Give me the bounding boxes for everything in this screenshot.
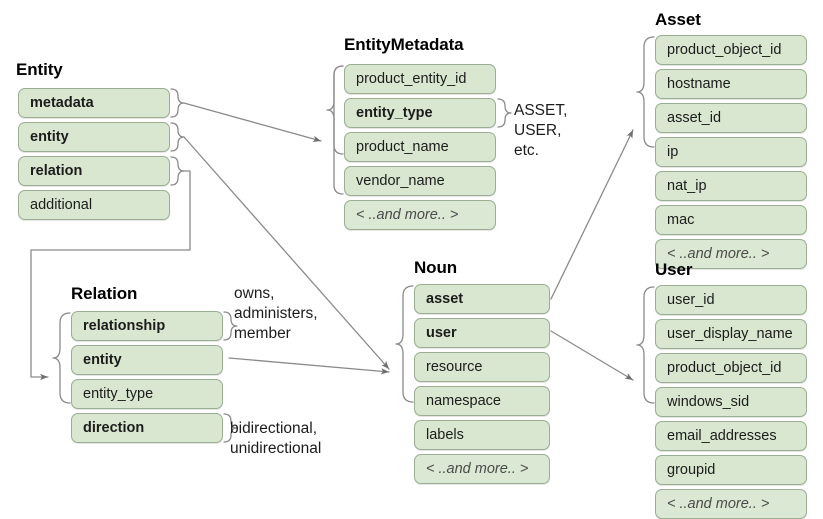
field-user-email_addresses[interactable]: email_addresses <box>655 421 807 451</box>
field-noun-resource[interactable]: resource <box>414 352 550 382</box>
field-asset-mac[interactable]: mac <box>655 205 807 235</box>
link-relationentity-to-noun <box>228 357 390 375</box>
brace-asset-left <box>636 36 655 148</box>
field-entity-metadata[interactable]: metadata <box>18 88 170 118</box>
field-asset--and-more-[interactable]: < ..and more.. > <box>655 239 807 269</box>
field-entitymetadata-vendor_name[interactable]: vendor_name <box>344 166 496 196</box>
field-user-windows_sid[interactable]: windows_sid <box>655 387 807 417</box>
field-asset-ip[interactable]: ip <box>655 137 807 167</box>
group-title-entitymetadata: EntityMetadata <box>344 35 464 54</box>
annotation-relationship-values: owns, administers, member <box>234 285 318 342</box>
field-entitymetadata-product_entity_id[interactable]: product_entity_id <box>344 64 496 94</box>
field-asset-product_object_id[interactable]: product_object_id <box>655 35 807 65</box>
brace-entitymetadata-left-ext <box>333 65 344 195</box>
brace-user-left <box>636 286 655 404</box>
link-metadata-to-entitymetadata <box>183 102 322 142</box>
brace-relation-left <box>52 312 71 404</box>
field-noun-user[interactable]: user <box>414 318 550 348</box>
field-user-product_object_id[interactable]: product_object_id <box>655 353 807 383</box>
group-title-relation: Relation <box>71 284 138 303</box>
field-noun-labels[interactable]: labels <box>414 420 550 450</box>
group-title-user: User <box>655 260 693 279</box>
field-asset-asset_id[interactable]: asset_id <box>655 103 807 133</box>
field-entitymetadata-entity_type[interactable]: entity_type <box>344 98 496 128</box>
field-entitymetadata-product_name[interactable]: product_name <box>344 132 496 162</box>
field-user-groupid[interactable]: groupid <box>655 455 807 485</box>
field-relation-entity_type[interactable]: entity_type <box>71 379 223 409</box>
field-entity-entity[interactable]: entity <box>18 122 170 152</box>
brace-entity-metadata <box>170 88 185 118</box>
group-title-entity: Entity <box>16 60 63 79</box>
link-noun-user-to-user <box>550 330 634 381</box>
brace-noun-left <box>395 285 414 403</box>
field-relation-relationship[interactable]: relationship <box>71 311 223 341</box>
field-user-user_id[interactable]: user_id <box>655 285 807 315</box>
brace-entitymetadata-left <box>326 65 344 155</box>
group-title-noun: Noun <box>414 258 458 277</box>
field-noun-namespace[interactable]: namespace <box>414 386 550 416</box>
group-title-asset: Asset <box>655 10 701 29</box>
field-user--and-more-[interactable]: < ..and more.. > <box>655 489 807 519</box>
field-asset-nat_ip[interactable]: nat_ip <box>655 171 807 201</box>
field-relation-direction[interactable]: direction <box>71 413 223 443</box>
annotation-direction-values: bidirectional, unidirectional <box>230 420 322 457</box>
annotation-entity-type-values: ASSET, USER, etc. <box>514 102 568 159</box>
field-relation-entity[interactable]: entity <box>71 345 223 375</box>
field-noun--and-more-[interactable]: < ..and more.. > <box>414 454 550 484</box>
field-entity-relation[interactable]: relation <box>18 156 170 186</box>
field-noun-asset[interactable]: asset <box>414 284 550 314</box>
brace-entity-type-values <box>497 98 512 128</box>
field-entity-additional[interactable]: additional <box>18 190 170 220</box>
field-asset-hostname[interactable]: hostname <box>655 69 807 99</box>
field-entitymetadata--and-more-[interactable]: < ..and more.. > <box>344 200 496 230</box>
field-user-user_display_name[interactable]: user_display_name <box>655 319 807 349</box>
brace-entity-relation <box>170 156 185 186</box>
brace-entity-entity <box>170 122 185 152</box>
